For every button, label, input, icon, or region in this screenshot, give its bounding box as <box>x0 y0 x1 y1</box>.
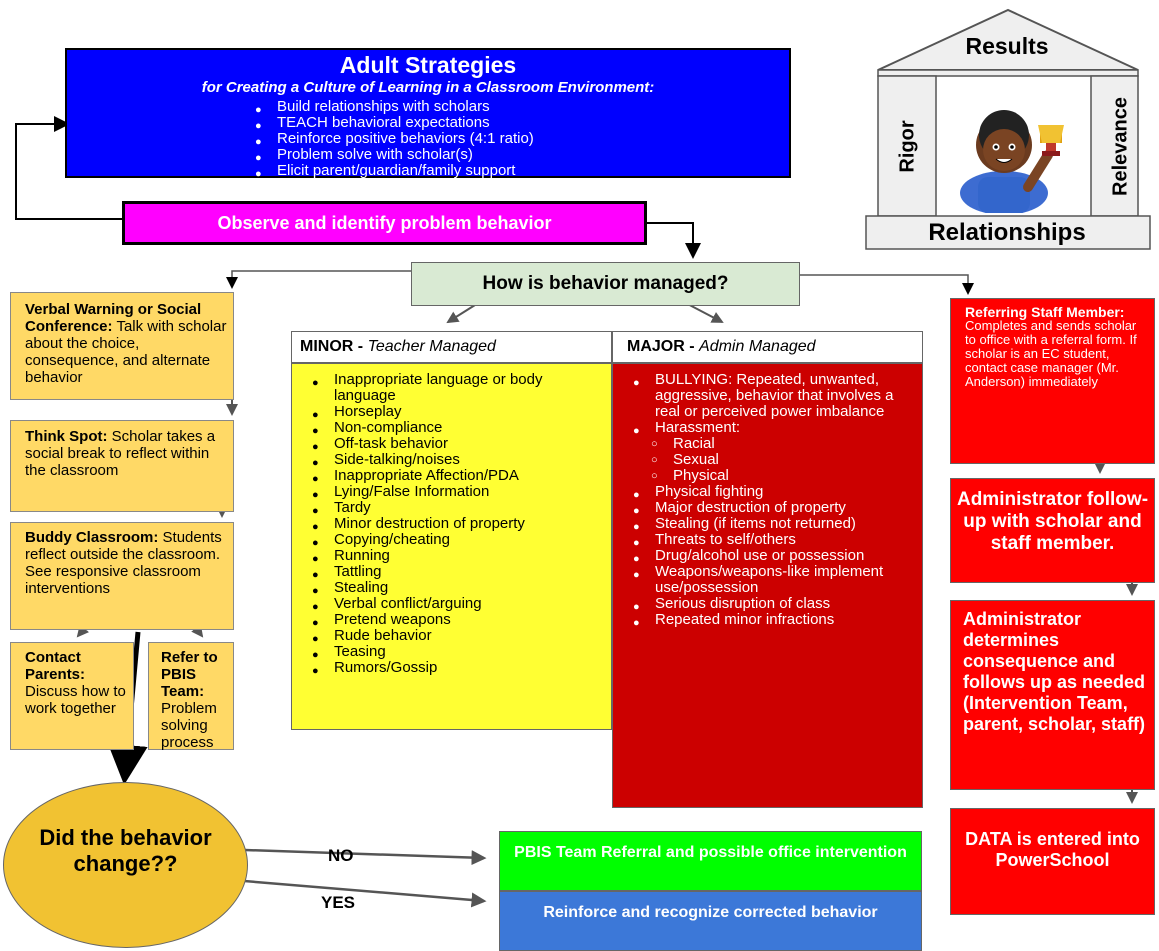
strategy-item: Elicit parent/guardian/family support <box>249 163 789 183</box>
minor-behaviors-list: Inappropriate language or body language … <box>291 363 612 730</box>
minor-item: Copying/cheating <box>306 532 603 552</box>
contact-parents-title: Contact Parents: <box>25 649 86 683</box>
rigor-label: Rigor <box>896 120 919 173</box>
major-item: BULLYING: Repeated, unwanted, aggressive… <box>627 372 914 420</box>
major-item: Drug/alcohol use or possession <box>627 548 914 568</box>
refer-pbis-box: Refer to PBIS Team: Problem solving proc… <box>148 642 234 751</box>
minor-item: Side-talking/noises <box>306 452 603 472</box>
verbal-warning-box: Verbal Warning or Social Conference: Tal… <box>10 292 234 400</box>
minor-label: MINOR - <box>300 338 364 355</box>
admin-determines-box: Administrator determines consequence and… <box>950 600 1155 790</box>
minor-item: Stealing <box>306 580 603 600</box>
major-item: Threats to self/others <box>627 532 914 552</box>
major-sublabel: Admin Managed <box>699 338 816 355</box>
verbal-warning-text: Talk with scholar about the choice, cons… <box>25 318 227 386</box>
think-spot-text: Scholar takes a social break to reflect … <box>25 428 216 479</box>
major-item: Physical fighting <box>627 484 914 504</box>
minor-item: Running <box>306 548 603 568</box>
reinforce-box: Reinforce and recognize corrected behavi… <box>499 891 922 951</box>
major-item: Harassment: <box>627 420 914 440</box>
referring-staff-title: Referring Staff Member: <box>965 304 1125 320</box>
referring-staff-text: Completes and sends scholar to office wi… <box>965 318 1137 389</box>
minor-item: Off-task behavior <box>306 436 603 456</box>
minor-item: Verbal conflict/arguing <box>306 596 603 616</box>
minor-sublabel: Teacher Managed <box>367 338 496 355</box>
buddy-classroom-text: Students reflect outside the classroom. … <box>25 529 222 597</box>
think-spot-title: Think Spot: <box>25 428 108 445</box>
relevance-label: Relevance <box>1109 97 1132 196</box>
minor-item: Inappropriate Affection/PDA <box>306 468 603 488</box>
contact-parents-box: Contact Parents: Discuss how to work tog… <box>10 642 134 750</box>
major-item: Weapons/weapons-like implement use/posse… <box>627 564 914 596</box>
minor-item: Teasing <box>306 644 603 664</box>
no-label: NO <box>328 846 354 865</box>
results-label: Results <box>965 33 1049 59</box>
major-item: Major destruction of property <box>627 500 914 520</box>
referring-staff-box: Referring Staff Member: Completes and se… <box>950 298 1155 464</box>
minor-item: Tardy <box>306 500 603 520</box>
how-managed-box: How is behavior managed? <box>411 262 800 306</box>
major-behaviors-list: BULLYING: Repeated, unwanted, aggressive… <box>612 363 923 808</box>
minor-item: Tattling <box>306 564 603 584</box>
adult-strategies-subtitle: for Creating a Culture of Learning in a … <box>201 79 655 96</box>
minor-item: Pretend weapons <box>306 612 603 632</box>
harassment-subitem: Sexual <box>651 452 914 469</box>
minor-item: Rumors/Gossip <box>306 660 603 680</box>
relationships-label: Relationships <box>928 219 1086 246</box>
verbal-warning-title: Verbal Warning or Social Conference: <box>25 301 202 335</box>
minor-item: Inappropriate language or body language <box>306 372 603 404</box>
refer-pbis-title: Refer to PBIS Team: <box>161 649 218 700</box>
buddy-classroom-box: Buddy Classroom: Students reflect outsid… <box>10 522 234 630</box>
minor-header: MINOR - Teacher Managed <box>291 331 612 363</box>
minor-item: Minor destruction of property <box>306 516 603 536</box>
strategy-item: Reinforce positive behaviors (4:1 ratio) <box>249 131 789 151</box>
minor-item: Rude behavior <box>306 628 603 648</box>
major-label: MAJOR - <box>627 338 695 355</box>
minor-item: Lying/False Information <box>306 484 603 504</box>
buddy-classroom-title: Buddy Classroom: <box>25 529 159 546</box>
strategy-item: TEACH behavioral expectations <box>249 115 789 135</box>
harassment-subitem: Racial <box>651 436 914 453</box>
major-item: Serious disruption of class <box>627 596 914 616</box>
strategy-item: Build relationships with scholars <box>249 99 789 119</box>
results-building-graphic <box>865 8 1151 250</box>
data-entry-box: DATA is entered into PowerSchool <box>950 808 1155 915</box>
minor-item: Non-compliance <box>306 420 603 440</box>
scholar-with-trophy-illustration <box>960 110 1064 213</box>
minor-item: Horseplay <box>306 404 603 424</box>
strategy-item: Problem solve with scholar(s) <box>249 147 789 167</box>
pbis-referral-box: PBIS Team Referral and possible office i… <box>499 831 922 891</box>
adult-strategies-title: Adult Strategies <box>339 52 517 78</box>
observe-box: Observe and identify problem behavior <box>122 201 647 245</box>
think-spot-box: Think Spot: Scholar takes a social break… <box>10 420 234 512</box>
admin-followup-box: Administrator follow-up with scholar and… <box>950 478 1155 583</box>
contact-parents-text: Discuss how to work together <box>25 683 126 717</box>
behavior-change-question: Did the behavior change?? <box>3 782 248 948</box>
adult-strategies-box: Adult Strategies for Creating a Culture … <box>65 48 791 183</box>
refer-pbis-text: Problem solving process <box>161 700 217 751</box>
major-header: MAJOR - Admin Managed <box>612 331 923 363</box>
harassment-subitem: Physical <box>651 468 914 485</box>
yes-label: YES <box>321 893 356 912</box>
major-item: Stealing (if items not returned) <box>627 516 914 536</box>
major-item: Repeated minor infractions <box>627 612 914 632</box>
